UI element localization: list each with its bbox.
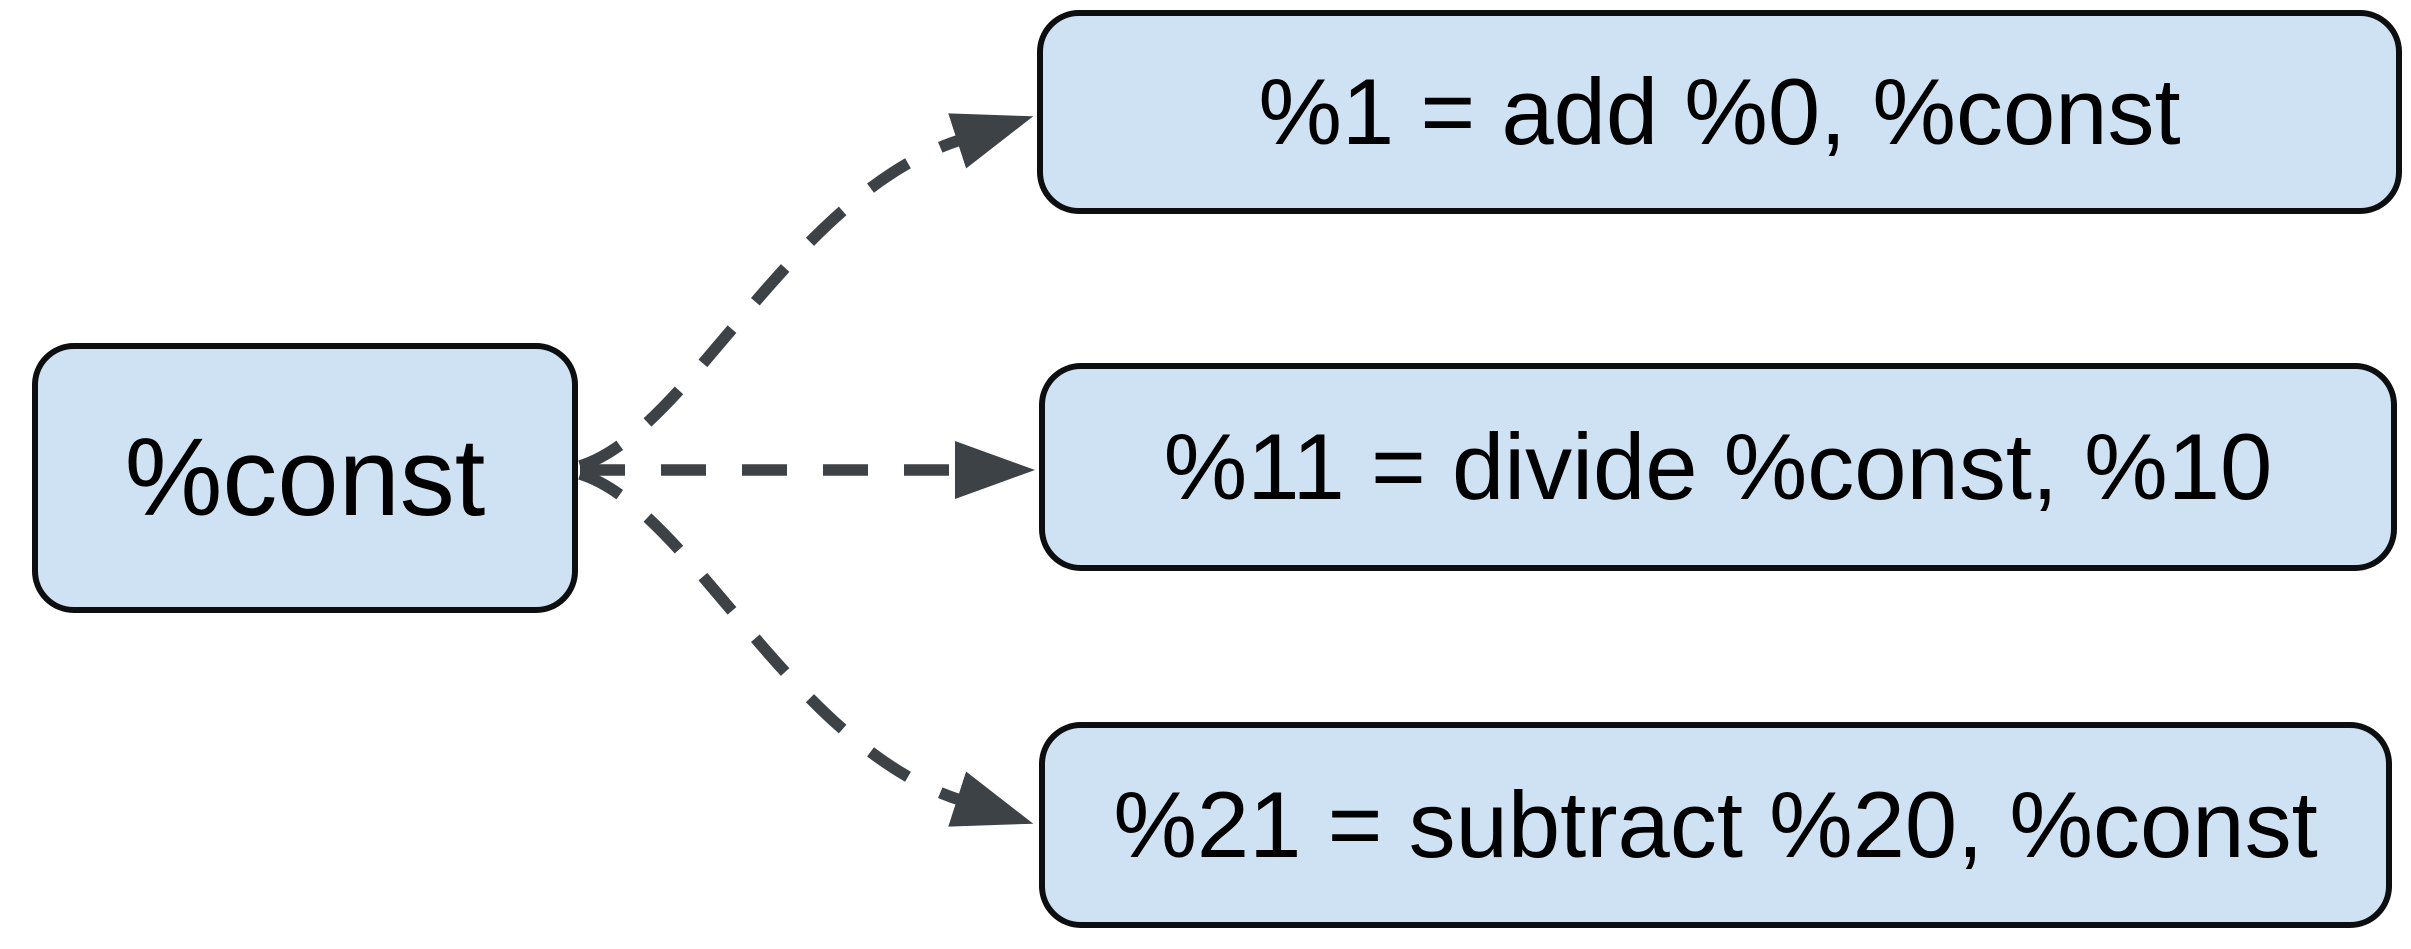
node-const: %const [32, 343, 578, 613]
node-subtract-instruction: %21 = subtract %20, %const [1039, 722, 2392, 928]
node-divide-label: %11 = divide %const, %10 [1163, 414, 2273, 519]
edge-const-to-subtract [578, 468, 1034, 827]
node-subtract-label: %21 = subtract %20, %const [1113, 772, 2318, 877]
node-const-label: %const [124, 416, 486, 539]
edge-const-to-add [578, 113, 1034, 472]
node-add-instruction: %1 = add %0, %const [1037, 10, 2402, 214]
node-divide-instruction: %11 = divide %const, %10 [1039, 363, 2397, 571]
node-add-label: %1 = add %0, %const [1258, 59, 2181, 164]
